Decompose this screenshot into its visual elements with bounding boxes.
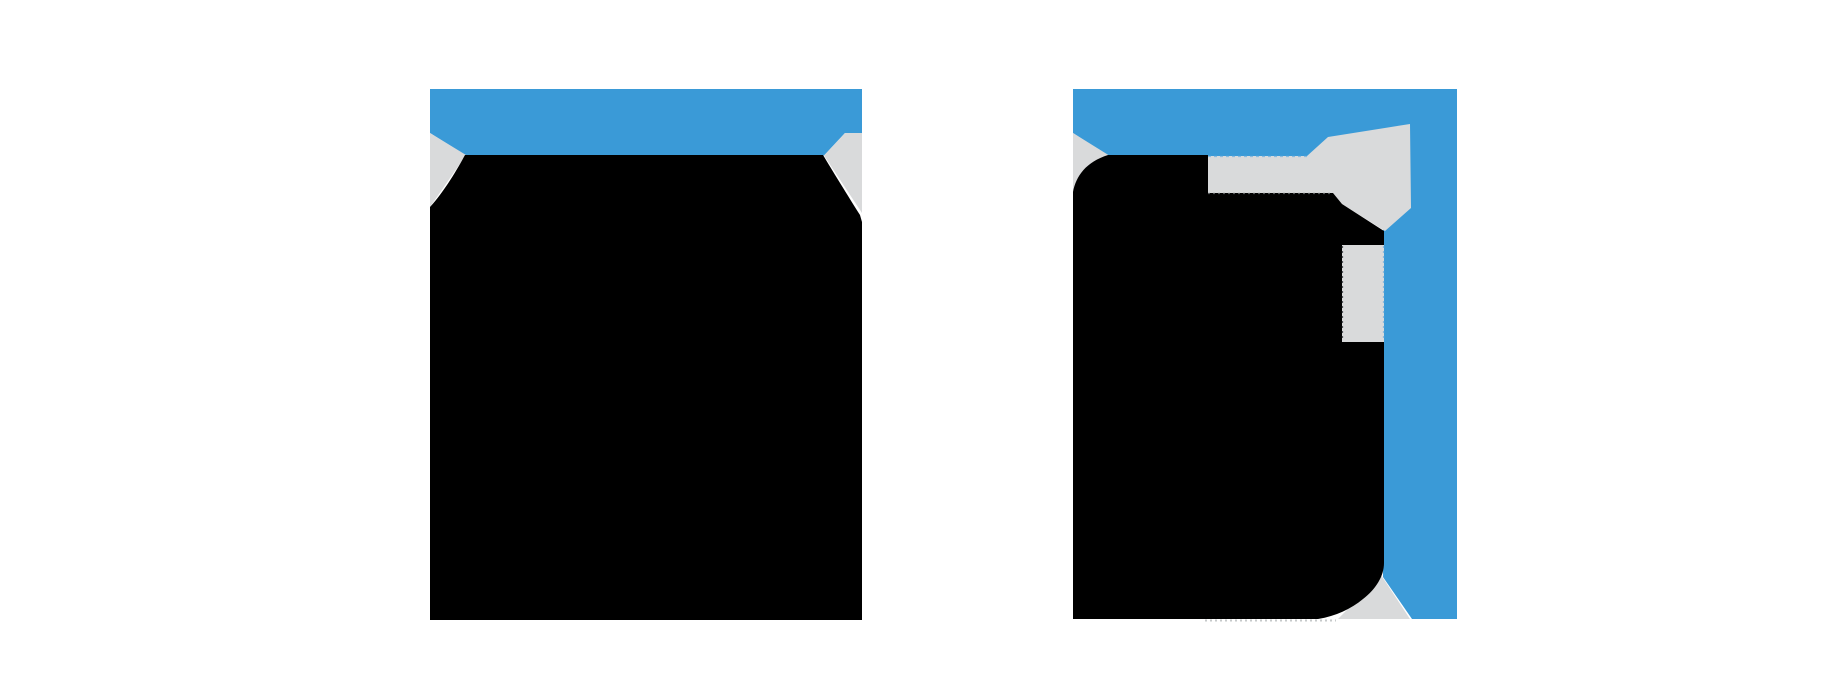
right-glyph-gray-bottom-wedge xyxy=(1338,575,1410,619)
left-glyph xyxy=(430,89,862,620)
left-glyph-gray-corner-right-wedge xyxy=(824,133,862,213)
right-glyph-black-body xyxy=(1073,155,1384,619)
right-glyph-gray-flag xyxy=(1208,124,1411,231)
left-glyph-black-body xyxy=(430,155,862,620)
right-glyph-blue-frame xyxy=(1073,89,1457,619)
right-glyph-gray-strip xyxy=(1342,245,1384,342)
right-glyph xyxy=(1073,89,1457,622)
left-glyph-gray-corner-left-wedge xyxy=(430,133,466,207)
left-glyph-blue-top-bar xyxy=(430,89,862,156)
